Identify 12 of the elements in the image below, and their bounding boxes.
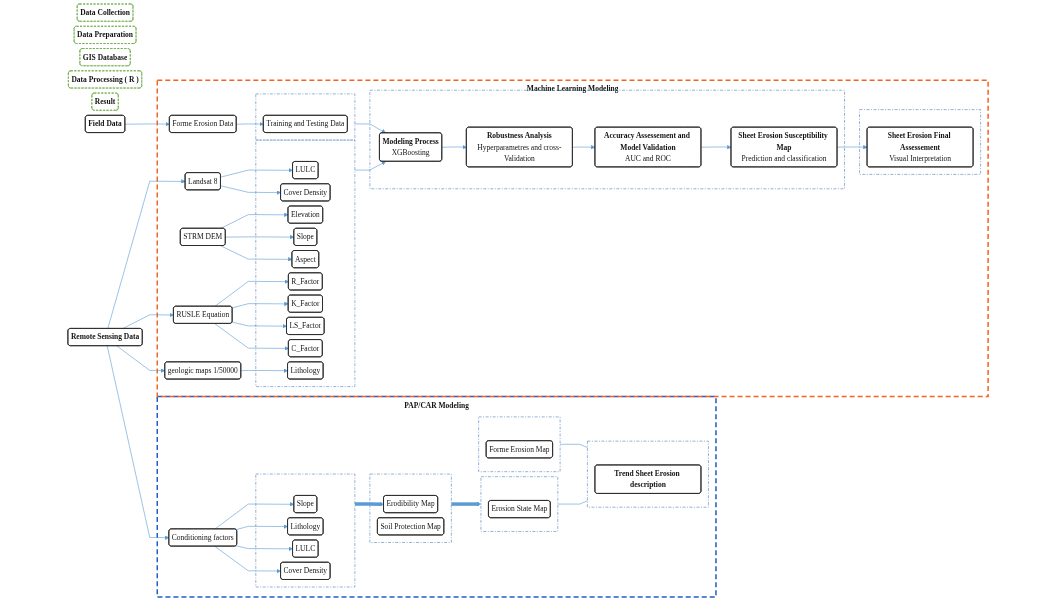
- cluster: [255, 93, 356, 141]
- arrow: [451, 501, 482, 507]
- cluster: [369, 473, 452, 543]
- cluster: [255, 139, 356, 387]
- cluster: [478, 416, 561, 472]
- arrow: [354, 502, 384, 507]
- connector: [559, 444, 588, 448]
- cluster: [859, 109, 981, 175]
- cluster: [255, 473, 356, 588]
- cluster: [480, 476, 559, 532]
- connector: [557, 500, 588, 505]
- cluster: [587, 440, 709, 508]
